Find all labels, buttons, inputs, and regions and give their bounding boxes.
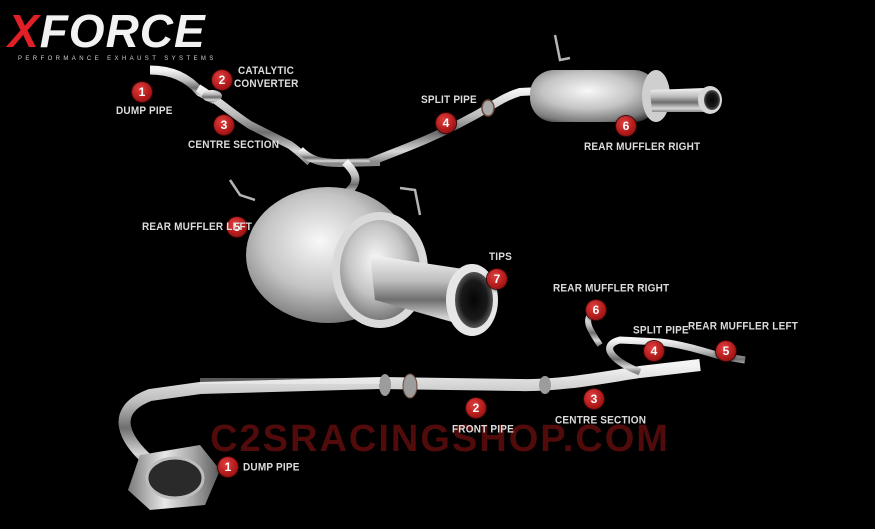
callout-label: TIPS: [489, 251, 513, 264]
logo-tagline: PERFORMANCE EXHAUST SYSTEMS: [18, 56, 217, 62]
logo-wordmark: XFORCE: [8, 5, 206, 57]
callout-badge: 3: [214, 115, 234, 135]
callout-label: FRONT PIPE: [452, 423, 515, 436]
callout-label: REAR MUFFLER LEFT: [142, 221, 253, 234]
callout-label: REAR MUFFLER LEFT: [688, 320, 799, 333]
callout-label: CENTRE SECTION: [188, 139, 280, 152]
callout-badge: 4: [436, 113, 456, 133]
callout-label: CONVERTER: [234, 78, 299, 91]
callout-label: SPLIT PIPE: [421, 94, 477, 107]
callout-label: REAR MUFFLER RIGHT: [584, 141, 701, 154]
callout-label: REAR MUFFLER RIGHT: [553, 282, 670, 295]
callout-badge: 6: [616, 116, 636, 136]
callout-label: DUMP PIPE: [243, 461, 300, 474]
callout-badge: 2: [466, 398, 486, 418]
callout-badge: 6: [586, 300, 606, 320]
callout-label: CATALYTIC: [238, 65, 295, 78]
top-exhaust-assembly: [149, 34, 722, 336]
callout-badge: 3: [584, 389, 604, 409]
callout-badge: 5: [716, 341, 736, 361]
callout-badge: 5: [227, 217, 247, 237]
callout-badge: 7: [487, 269, 507, 289]
callout-badge: 1: [218, 457, 238, 477]
callout-label: SPLIT PIPE: [633, 324, 689, 337]
callout-label: CENTRE SECTION: [555, 414, 647, 427]
watermark-text: C2SRACINGSHOP.COM: [210, 418, 670, 460]
bottom-exhaust-assembly: [118, 313, 746, 510]
callout-badge: 2: [212, 70, 232, 90]
callout-badge: 1: [132, 82, 152, 102]
callout-label: DUMP PIPE: [116, 105, 173, 118]
callout-badge: 4: [644, 341, 664, 361]
xforce-logo: XFORCE PERFORMANCE EXHAUST SYSTEMS: [8, 8, 217, 62]
